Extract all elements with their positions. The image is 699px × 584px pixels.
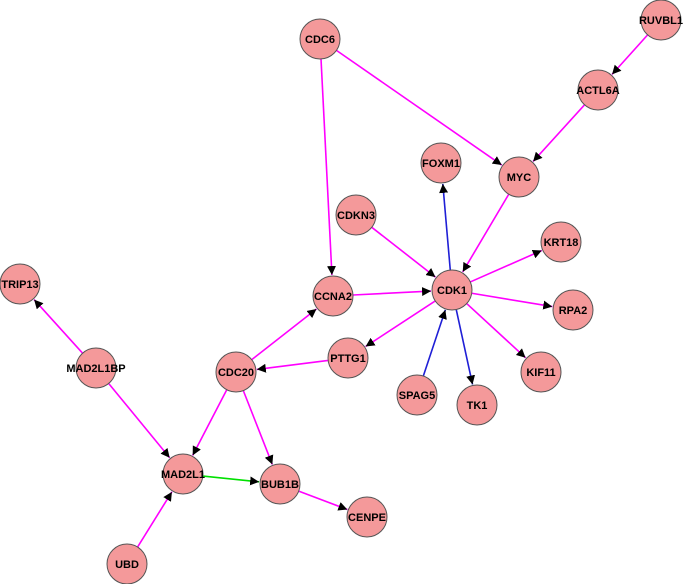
node-cdc20[interactable]: CDC20 [215,351,257,393]
node-label: UBD [115,559,139,571]
edge-cdkn3-to-cdk1 [371,226,436,278]
node-mad2l1bp[interactable]: MAD2L1BP [66,347,126,389]
node-pttg1[interactable]: PTTG1 [327,337,369,379]
edge-cdc20-to-ccna2 [251,308,317,361]
node-circle[interactable] [540,221,582,263]
node-cdc6[interactable]: CDC6 [299,18,341,60]
edge-ruvbl1-to-actl6a [611,34,649,75]
edge-cdc6-to-ccna2 [320,58,336,276]
node-circle[interactable] [431,269,473,311]
node-circle[interactable] [0,263,41,305]
node-circle[interactable] [498,156,540,198]
node-label: KRT18 [544,237,579,249]
node-label: CDC20 [218,367,254,379]
node-mad2l1[interactable]: MAD2L1 [161,453,205,495]
node-spag5[interactable]: SPAG5 [396,374,438,416]
node-label: FOXM1 [422,158,460,170]
node-label: TRIP13 [1,279,38,291]
node-circle[interactable] [259,463,301,505]
edge-mad2l1-to-bub1b [202,475,260,486]
node-ruvbl1[interactable]: RUVBL1 [639,0,683,41]
edge-cdk1-to-kif11 [466,302,527,359]
node-label: ACTL6A [576,85,619,97]
node-label: RUVBL1 [639,15,683,27]
edge-actl6a-to-myc [532,104,586,162]
node-foxm1[interactable]: FOXM1 [420,142,462,184]
node-circle[interactable] [520,351,562,393]
edge-bub1b-to-cenpe [298,490,348,511]
node-circle[interactable] [312,275,354,317]
edge-cdc20-to-bub1b [242,390,274,465]
edge-pttg1-to-cdc20 [256,359,329,373]
node-myc[interactable]: MYC [498,156,540,198]
node-circle[interactable] [215,351,257,393]
node-circle[interactable] [577,69,619,111]
node-circle[interactable] [106,543,148,584]
node-tk1[interactable]: TK1 [456,384,498,426]
node-label: BUB1B [261,479,299,491]
edge-ubd-to-mad2l1 [136,491,173,548]
edge-cdk1-to-tk1 [455,309,476,385]
edge-cdk1-to-pttg1 [365,300,436,348]
edges-layer [33,34,649,548]
edge-cdk1-to-foxm1 [439,183,452,271]
node-label: CCNA2 [314,291,352,303]
node-label: CDC6 [305,34,335,46]
edge-cdc20-to-mad2l1 [191,389,228,456]
node-trip13[interactable]: TRIP13 [0,263,41,305]
node-circle[interactable] [75,347,117,389]
node-circle[interactable] [396,374,438,416]
node-label: MAD2L1 [161,469,205,481]
node-bub1b[interactable]: BUB1B [259,463,301,505]
node-label: RPA2 [559,305,588,317]
node-label: CENPE [348,512,386,524]
edge-cdc6-to-myc [335,49,503,166]
edge-spag5-to-cdk1 [422,309,447,377]
node-ubd[interactable]: UBD [106,543,148,584]
node-circle[interactable] [335,194,377,236]
node-label: PTTG1 [330,353,365,365]
edge-myc-to-cdk1 [462,193,510,273]
node-circle[interactable] [327,337,369,379]
edge-mad2l1bp-to-mad2l1 [108,382,171,459]
node-label: MYC [507,172,532,184]
node-actl6a[interactable]: ACTL6A [576,69,620,111]
node-rpa2[interactable]: RPA2 [552,289,594,331]
node-krt18[interactable]: KRT18 [540,221,582,263]
node-kif11[interactable]: KIF11 [520,351,562,393]
node-cenpe[interactable]: CENPE [346,496,388,538]
node-circle[interactable] [162,453,204,495]
node-label: CDK1 [437,285,467,297]
node-circle[interactable] [346,496,388,538]
node-circle[interactable] [552,289,594,331]
edge-cdk1-to-rpa2 [471,292,553,310]
node-ccna2[interactable]: CCNA2 [312,275,354,317]
node-cdk1[interactable]: CDK1 [431,269,473,311]
node-circle[interactable] [299,18,341,60]
edge-mad2l1bp-to-trip13 [33,299,84,354]
node-label: SPAG5 [399,390,435,402]
edge-ccna2-to-cdk1 [352,287,432,297]
node-circle[interactable] [640,0,682,41]
node-cdkn3[interactable]: CDKN3 [335,194,377,236]
node-label: TK1 [467,400,488,412]
node-circle[interactable] [456,384,498,426]
node-label: CDKN3 [337,210,375,222]
edge-cdk1-to-krt18 [469,249,543,283]
node-label: MAD2L1BP [66,363,125,375]
node-label: KIF11 [526,367,555,379]
node-circle[interactable] [420,142,462,184]
